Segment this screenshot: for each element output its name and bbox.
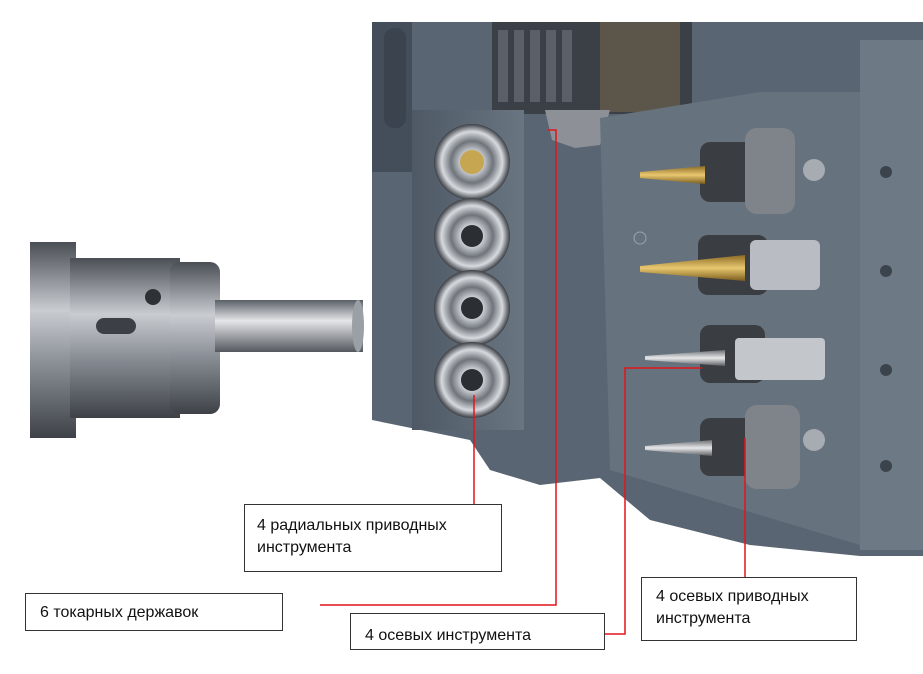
spindle-chuck <box>30 242 364 438</box>
callout-radial-line2: инструмента <box>257 539 352 556</box>
callout-axial-text: 4 осевых инструмента <box>365 627 532 644</box>
callout-axial-driven-line1: 4 осевых приводных <box>656 588 809 605</box>
axial-tool-holders <box>640 128 825 489</box>
callout-axial-tools: 4 осевых инструмента <box>350 613 605 650</box>
leader-lines <box>320 129 746 635</box>
callout-turning-text: 6 токарных державок <box>40 604 199 621</box>
callout-radial-line1: 4 радиальных приводных <box>257 517 447 534</box>
callout-axial-driven-tools: 4 осевых приводных инструмента <box>641 577 857 641</box>
radial-tool-holders <box>434 124 510 418</box>
callout-axial-driven-line2: инструмента <box>656 610 751 627</box>
callout-turning-holders: 6 токарных державок <box>25 593 283 631</box>
callout-radial-driven-tools: 4 радиальных приводных инструмента <box>244 504 502 572</box>
